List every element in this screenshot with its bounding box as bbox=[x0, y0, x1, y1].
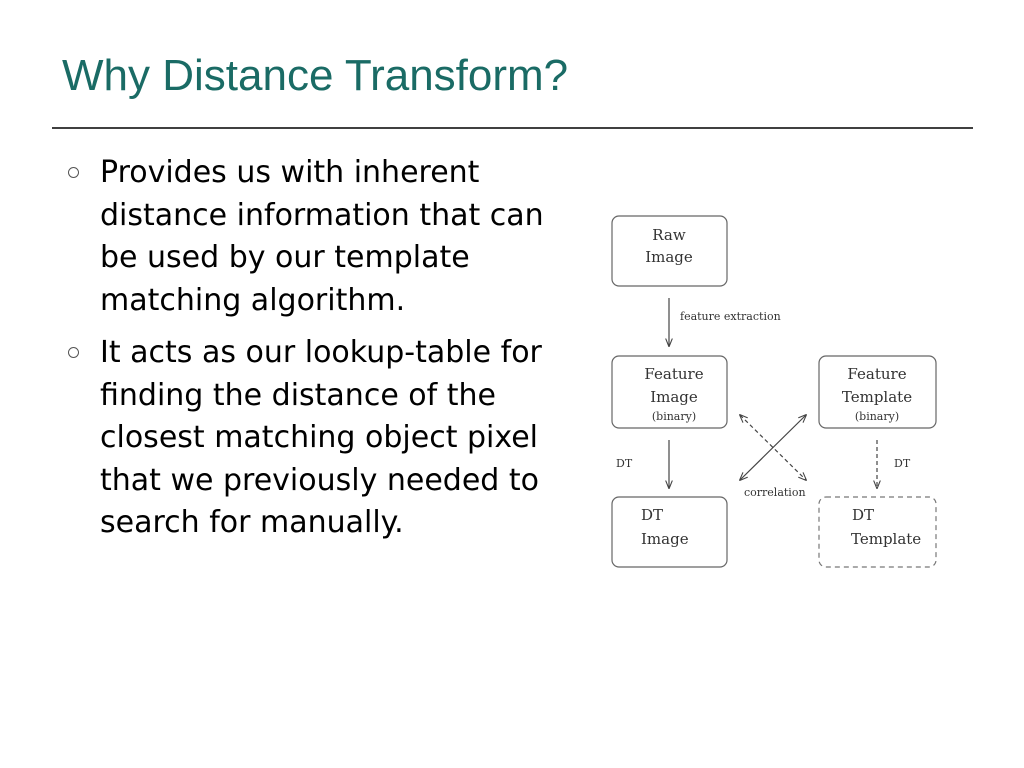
feature-template-label-line-2: Template bbox=[842, 388, 912, 406]
dt-template-label-line-1: DT bbox=[852, 506, 874, 524]
bullet-item: It acts as our lookup-table for finding … bbox=[62, 332, 582, 545]
dt-template-box: DT Template bbox=[818, 496, 937, 568]
dt-image-box: DT Image bbox=[611, 496, 728, 568]
raw-image-label-line-1: Raw bbox=[652, 226, 686, 244]
dt-right-label: DT bbox=[894, 457, 911, 470]
raw-image-label-line-2: Image bbox=[645, 248, 693, 266]
feature-image-label-line-2: Image bbox=[650, 388, 698, 406]
distance-transform-diagram: Raw Image Feature Image (binary) Feature… bbox=[611, 215, 937, 568]
correlation-arrow-solid bbox=[740, 415, 806, 480]
slide-title: Why Distance Transform? bbox=[62, 51, 569, 100]
dt-template-label-line-2: Template bbox=[851, 530, 921, 548]
bullet-item: Provides us with inherent distance infor… bbox=[62, 152, 582, 322]
feature-extraction-label: feature extraction bbox=[680, 310, 781, 323]
bullet-text: It acts as our lookup-table for finding … bbox=[100, 335, 542, 540]
title-divider bbox=[52, 127, 973, 129]
bullet-text: Provides us with inherent distance infor… bbox=[100, 155, 544, 318]
feature-template-label-line-3: (binary) bbox=[855, 410, 899, 423]
dt-left-label: DT bbox=[616, 457, 633, 470]
dt-image-label-line-2: Image bbox=[641, 530, 689, 548]
dt-image-label-line-1: DT bbox=[641, 506, 663, 524]
feature-image-label-line-1: Feature bbox=[644, 365, 703, 383]
hollow-circle-bullet-icon bbox=[68, 167, 79, 178]
feature-template-box: Feature Template (binary) bbox=[818, 355, 937, 429]
correlation-label: correlation bbox=[744, 486, 806, 499]
hollow-circle-bullet-icon bbox=[68, 347, 79, 358]
bullet-list: Provides us with inherent distance infor… bbox=[62, 152, 582, 555]
feature-image-box: Feature Image (binary) bbox=[611, 355, 728, 429]
feature-image-label-line-3: (binary) bbox=[652, 410, 696, 423]
raw-image-box: Raw Image bbox=[611, 215, 728, 287]
feature-template-label-line-1: Feature bbox=[847, 365, 906, 383]
